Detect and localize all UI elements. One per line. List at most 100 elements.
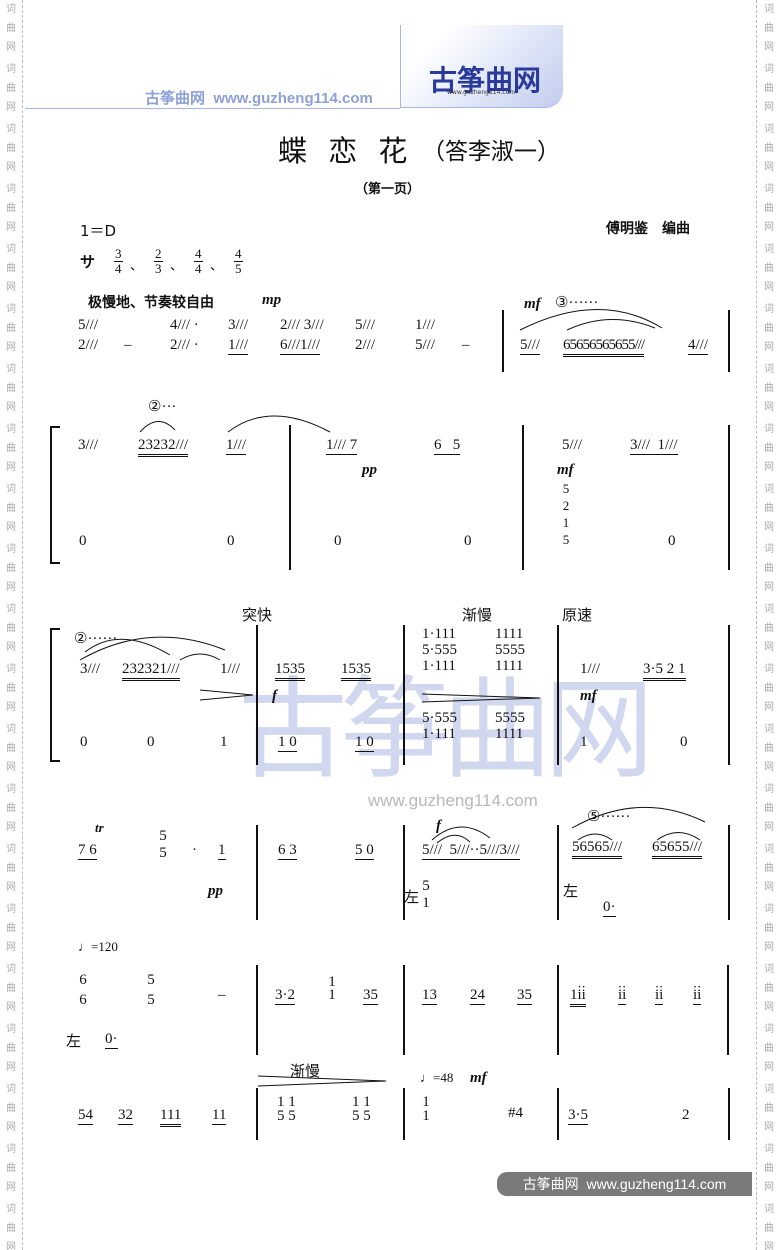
- page-subtitle: （答李淑一）: [422, 139, 560, 165]
- dynamic-pp: pp: [208, 883, 223, 899]
- banner-text: 古筝曲网 www.guzheng114.com: [145, 90, 373, 107]
- watermark-url: www.guzheng114.com: [368, 791, 538, 810]
- note: 23232///: [138, 438, 189, 457]
- tempo-original: 原速: [562, 606, 593, 624]
- note: 1 0: [355, 734, 374, 752]
- margin-watermark-text: 词曲网: [764, 904, 774, 953]
- margin-watermark-text: 词曲网: [6, 64, 16, 113]
- note: 35: [517, 987, 532, 1005]
- margin-watermark-text: 词曲网: [764, 1204, 774, 1250]
- left-hand-mark: 左: [404, 888, 420, 906]
- bar-line: [728, 825, 730, 920]
- bar-line: [728, 625, 730, 765]
- chord: 5 1: [422, 878, 430, 911]
- note: 3·2: [275, 987, 295, 1005]
- rest: 0·: [603, 899, 616, 917]
- note: 32: [118, 1107, 133, 1125]
- margin-watermark-text: 词曲网: [764, 784, 774, 833]
- chord: 1·111 5·555 1·111: [422, 626, 457, 674]
- dynamic-pp: pp: [362, 462, 377, 478]
- bar-line: [256, 1088, 258, 1140]
- note: 3·5 2 1: [643, 662, 686, 681]
- note: 3/// 1///: [630, 437, 678, 455]
- hairpin-decrescendo: [258, 1075, 387, 1087]
- margin-watermark-text: 词曲网: [764, 64, 774, 113]
- margin-watermark-text: 词曲网: [6, 964, 16, 1013]
- dynamic-f: f: [272, 688, 277, 704]
- system-bracket: [50, 426, 60, 564]
- note: –: [218, 987, 226, 1003]
- margin-watermark-text: 词曲网: [764, 1084, 774, 1133]
- margin-watermark-text: 词曲网: [6, 364, 16, 413]
- bar-line: [403, 825, 405, 920]
- dynamic-mp: mp: [262, 292, 282, 308]
- note: 2/// 3///: [280, 317, 324, 333]
- margin-watermark-text: 词曲网: [6, 244, 16, 293]
- tempo-change-fast: 突快: [242, 606, 273, 624]
- note: 5 0: [355, 842, 374, 860]
- note: 232321///: [122, 662, 180, 681]
- left-hand-mark: 左: [66, 1032, 82, 1050]
- bar-line: [557, 965, 559, 1055]
- note: 4/// ·: [170, 317, 199, 333]
- bar-line: [403, 625, 405, 765]
- bar-line: [403, 1088, 405, 1140]
- margin-watermark-text: 词曲网: [764, 424, 774, 473]
- rest: 0: [80, 734, 88, 750]
- rest: 0·: [105, 1031, 118, 1049]
- trill-mark: tr: [95, 820, 104, 835]
- bar-line: [256, 965, 258, 1055]
- note: 5 5: [159, 828, 167, 861]
- margin-watermark-text: 词曲网: [764, 964, 774, 1013]
- margin-watermark-text: 词曲网: [6, 124, 16, 173]
- note: 1: [220, 734, 228, 750]
- note: 5///: [78, 317, 99, 333]
- bar-line: [557, 625, 559, 765]
- note: 3///: [228, 317, 249, 333]
- note: 1 0: [278, 734, 297, 752]
- string-mark: ⑤······: [587, 809, 631, 825]
- chord: 5 5: [147, 972, 155, 1008]
- note: 2: [682, 1107, 690, 1123]
- rest: 0: [464, 533, 472, 549]
- bar-line: [557, 1088, 559, 1140]
- site-logo: 古筝曲网 www.guzheng114.com: [400, 25, 563, 108]
- bar-line: [728, 310, 730, 372]
- composer: 傅明鉴 编曲: [606, 221, 690, 237]
- margin-watermark-text: 词曲网: [6, 1024, 16, 1073]
- footer-badge[interactable]: 古筝曲网 www.guzheng114.com: [497, 1172, 752, 1196]
- dynamic-f: f: [436, 818, 441, 834]
- rest: 0: [79, 533, 87, 549]
- note: i̇i̇: [618, 987, 627, 1005]
- note: 1/// 7: [326, 437, 358, 455]
- margin-watermark-text: 词曲网: [764, 484, 774, 533]
- margin-line-right: [756, 0, 757, 1250]
- dynamic-mf: mf: [557, 462, 574, 478]
- margin-watermark-text: 词曲网: [764, 664, 774, 713]
- note: 5///: [355, 317, 376, 333]
- note: 2/// ·: [170, 337, 199, 353]
- margin-watermark-text: 词曲网: [6, 1144, 16, 1193]
- rest: 0: [668, 533, 676, 549]
- note: 6 3: [278, 842, 297, 860]
- note: 6///1///: [280, 337, 321, 355]
- note: 1///: [220, 661, 241, 677]
- note: 1///: [228, 337, 249, 355]
- tempo-marking: ♩=48: [420, 1070, 454, 1085]
- note: 1i̇i̇: [570, 988, 586, 1007]
- tempo-marking: ♩=120: [78, 939, 118, 954]
- note: –: [124, 337, 132, 353]
- margin-line-left: [22, 0, 23, 1250]
- bar-line: [728, 1088, 730, 1140]
- dynamic-mf: mf: [524, 296, 541, 312]
- rest: 0: [147, 734, 155, 750]
- bar-line: [403, 965, 405, 1055]
- chord: 1 1 5 5: [277, 1094, 296, 1124]
- bar-line: [557, 825, 559, 920]
- rest: 0: [680, 734, 688, 750]
- note: 4///: [688, 337, 709, 355]
- margin-watermark-text: 词曲网: [6, 904, 16, 953]
- margin-watermark-text: 词曲网: [764, 124, 774, 173]
